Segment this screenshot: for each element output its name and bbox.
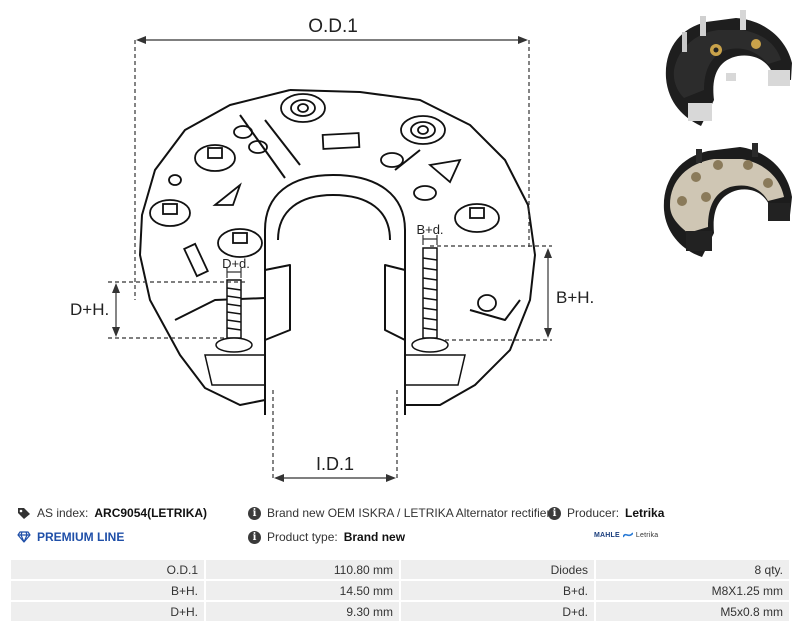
spec-table: O.D.1 110.80 mm Diodes 8 qty. B+H. 14.50… <box>9 558 791 623</box>
description-text: Brand new OEM ISKRA / LETRIKA Alternator… <box>267 506 551 520</box>
rectifier-features <box>149 93 500 312</box>
tag-icon <box>17 506 31 520</box>
rectifier-technical-drawing: O.D.1 I.D.1 D+H. B+H. B+d. D+d. <box>70 16 594 482</box>
producer-label: Producer: <box>567 506 620 520</box>
premium-line-badge: PREMIUM LINE <box>17 530 124 544</box>
description: i Brand new OEM ISKRA / LETRIKA Alternat… <box>248 506 550 520</box>
spec-value: 110.80 mm <box>206 560 399 579</box>
dimension-arrows <box>112 36 552 482</box>
bd-label: B+d. <box>416 222 443 237</box>
info-icon: i <box>548 506 561 520</box>
info-icon: i <box>248 506 261 520</box>
spec-value: 8 qty. <box>596 560 789 579</box>
dd-label: D+d. <box>222 256 250 271</box>
as-index-value: ARC9054(LETRIKA) <box>94 506 208 520</box>
producer-value: Letrika <box>625 506 665 520</box>
spec-value: 9.30 mm <box>206 602 399 621</box>
bolts <box>204 247 466 386</box>
spec-label: B+d. <box>401 581 594 600</box>
spec-value: M5x0.8 mm <box>596 602 789 621</box>
product-type-label: Product type: <box>267 530 338 544</box>
diamond-icon <box>17 530 31 544</box>
spec-label: Diodes <box>401 560 594 579</box>
product-type: i Product type: Brand new <box>248 530 405 544</box>
table-row: D+H. 9.30 mm D+d. M5x0.8 mm <box>11 602 789 621</box>
product-photo-top[interactable] <box>656 8 796 133</box>
spec-label: D+H. <box>11 602 204 621</box>
logo-sub: Letrika <box>635 531 659 539</box>
premium-text: PREMIUM LINE <box>37 530 125 544</box>
spec-label: D+d. <box>401 602 594 621</box>
table-row: B+H. 14.50 mm B+d. M8X1.25 mm <box>11 581 789 600</box>
mahle-logo-icon: MAHLE Letrika <box>594 531 658 539</box>
dh-label: D+H. <box>70 300 109 319</box>
logo-brand: MAHLE <box>594 531 620 539</box>
spec-value: 14.50 mm <box>206 581 399 600</box>
as-index-label: AS index: <box>37 506 89 520</box>
id1-label: I.D.1 <box>316 454 354 474</box>
producer: i Producer: Letrika <box>548 506 664 520</box>
rectifier-outline <box>139 89 536 415</box>
product-info: AS index: ARC9054(LETRIKA) i Brand new O… <box>0 500 800 556</box>
spec-label: B+H. <box>11 581 204 600</box>
bh-label: B+H. <box>556 288 594 307</box>
dimension-lines <box>108 39 552 480</box>
info-icon: i <box>248 530 261 544</box>
as-index: AS index: ARC9054(LETRIKA) <box>17 506 207 520</box>
od1-label: O.D.1 <box>308 16 358 37</box>
table-row: O.D.1 110.80 mm Diodes 8 qty. <box>11 560 789 579</box>
product-type-value: Brand new <box>343 530 406 544</box>
spec-label: O.D.1 <box>11 560 204 579</box>
spec-value: M8X1.25 mm <box>596 581 789 600</box>
product-photo-bottom[interactable] <box>656 135 796 265</box>
